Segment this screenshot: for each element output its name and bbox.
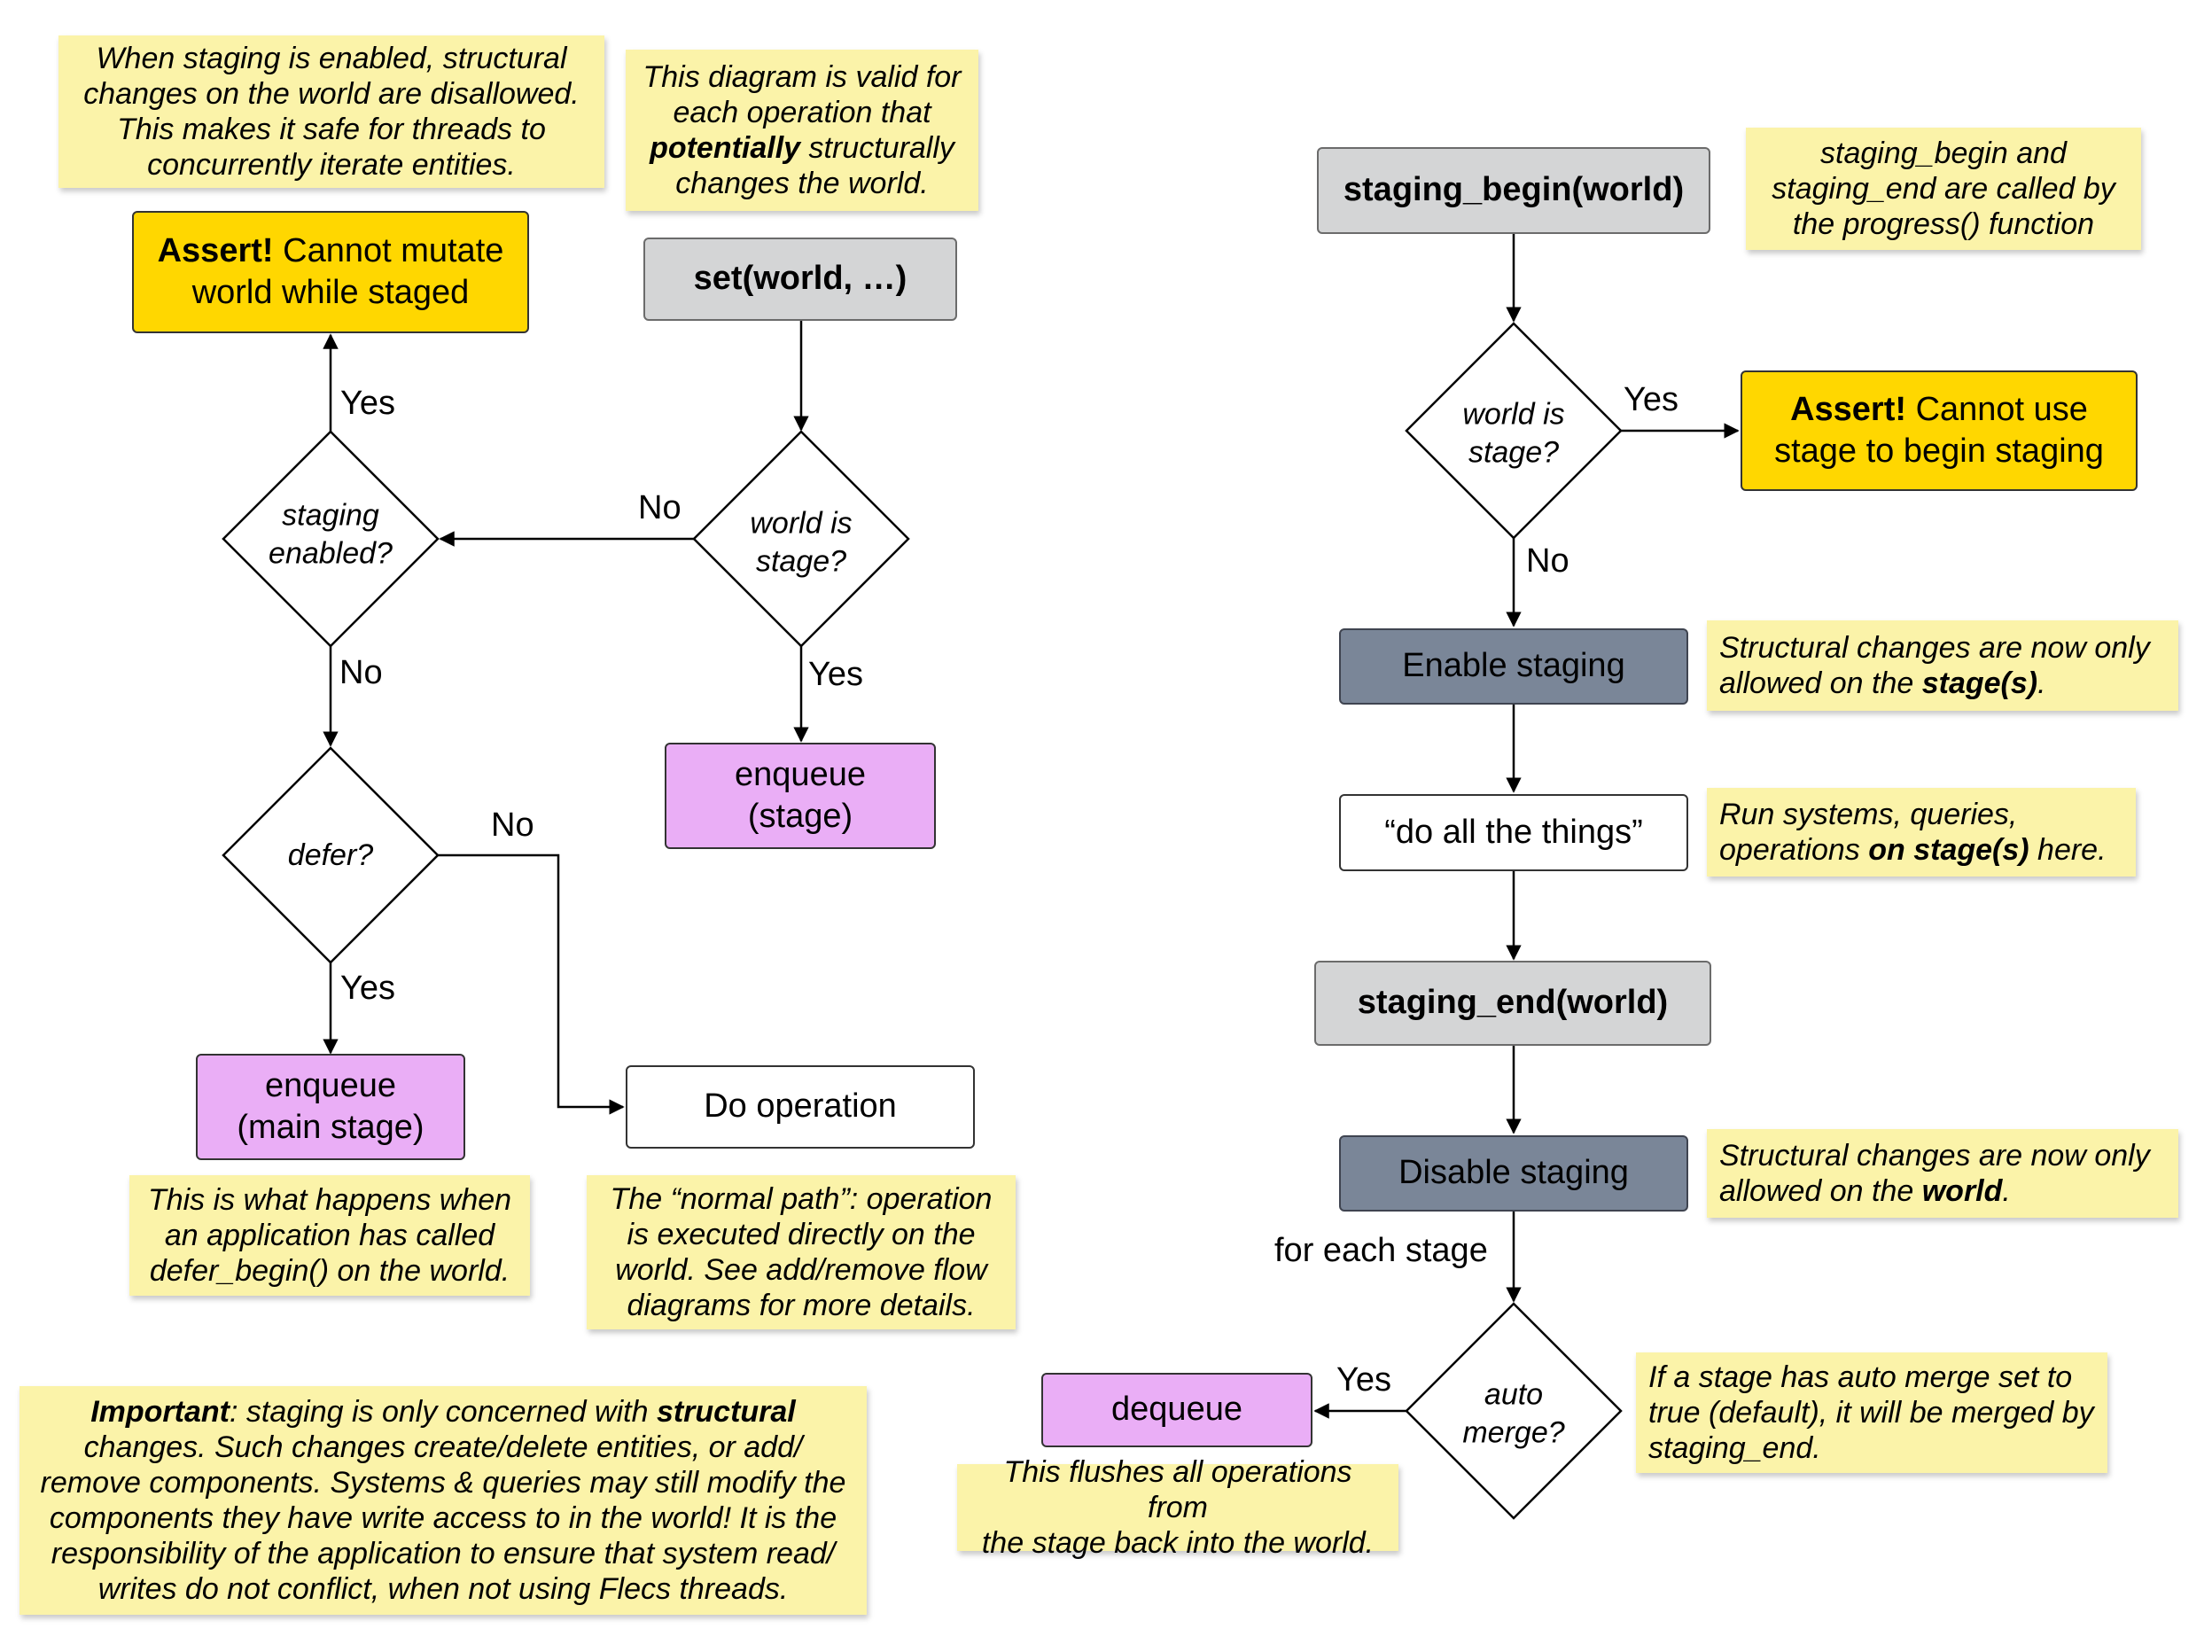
note-staging-enabled-info: When staging is enabled, structural chan…	[58, 35, 604, 188]
box-disable-staging: Disable staging	[1339, 1135, 1688, 1212]
edge-label-no-left: No	[638, 489, 682, 526]
note-defer-begin: This is what happens when an application…	[129, 1175, 530, 1296]
box-assert-cannot-mutate: Assert! Cannot mutate world while staged	[132, 211, 529, 333]
decision-label-auto-merge: auto merge?	[1462, 1377, 1565, 1450]
arrow-no-to-do-operation	[438, 853, 625, 1115]
note-diagram-valid: This diagram is valid for each operation…	[626, 50, 978, 211]
box-staging-begin: staging_begin(world)	[1317, 147, 1710, 234]
box-enqueue-stage: enqueue (stage)	[665, 743, 936, 849]
decision-label-defer: defer?	[287, 838, 374, 872]
note-auto-merge: If a stage has auto merge set to true (d…	[1636, 1352, 2107, 1473]
box-enable-staging: Enable staging	[1339, 628, 1688, 705]
decision-label-staging-enabled: staging enabled?	[269, 498, 393, 571]
edge-label-yes-enqueue-stage: Yes	[808, 656, 863, 693]
note-run-systems: Run systems, queries, operations on stag…	[1707, 788, 2136, 877]
edge-label-no-enable: No	[1526, 542, 1569, 580]
edge-label-no-defer: No	[339, 654, 383, 691]
note-world-only: Structural changes are now only allowed …	[1707, 1129, 2178, 1218]
note-stages-only: Structural changes are now only allowed …	[1707, 620, 2178, 711]
note-progress-info: staging_begin and staging_end are called…	[1746, 128, 2141, 250]
edge-label-for-each-stage: for each stage	[1274, 1232, 1488, 1269]
decision-label-world-is-stage-left: world is stage?	[750, 506, 853, 579]
decision-auto-merge	[1405, 1302, 1623, 1520]
box-enqueue-main-stage: enqueue (main stage)	[196, 1054, 465, 1160]
box-assert-cannot-use-stage: Assert! Cannot use stage to begin stagin…	[1741, 370, 2138, 491]
box-dequeue: dequeue	[1041, 1373, 1312, 1447]
edge-label-no-do-operation: No	[491, 807, 534, 844]
box-set-world: set(world, …)	[643, 238, 957, 321]
note-normal-path: The “normal path”: operation is executed…	[587, 1175, 1016, 1329]
edge-label-yes-dequeue: Yes	[1336, 1361, 1391, 1399]
note-important: Important: staging is only concerned wit…	[19, 1386, 867, 1615]
box-do-all-the-things: “do all the things”	[1339, 794, 1688, 871]
decision-label-world-is-stage-right: world is stage?	[1462, 397, 1565, 470]
edge-label-yes-enqueue-main: Yes	[340, 970, 395, 1007]
edge-label-yes-assert-right: Yes	[1624, 381, 1678, 418]
box-staging-end: staging_end(world)	[1314, 961, 1711, 1046]
box-do-operation: Do operation	[626, 1065, 975, 1149]
note-flushes: This flushes all operations from the sta…	[957, 1455, 1398, 1560]
edge-label-yes-assert: Yes	[340, 385, 395, 422]
